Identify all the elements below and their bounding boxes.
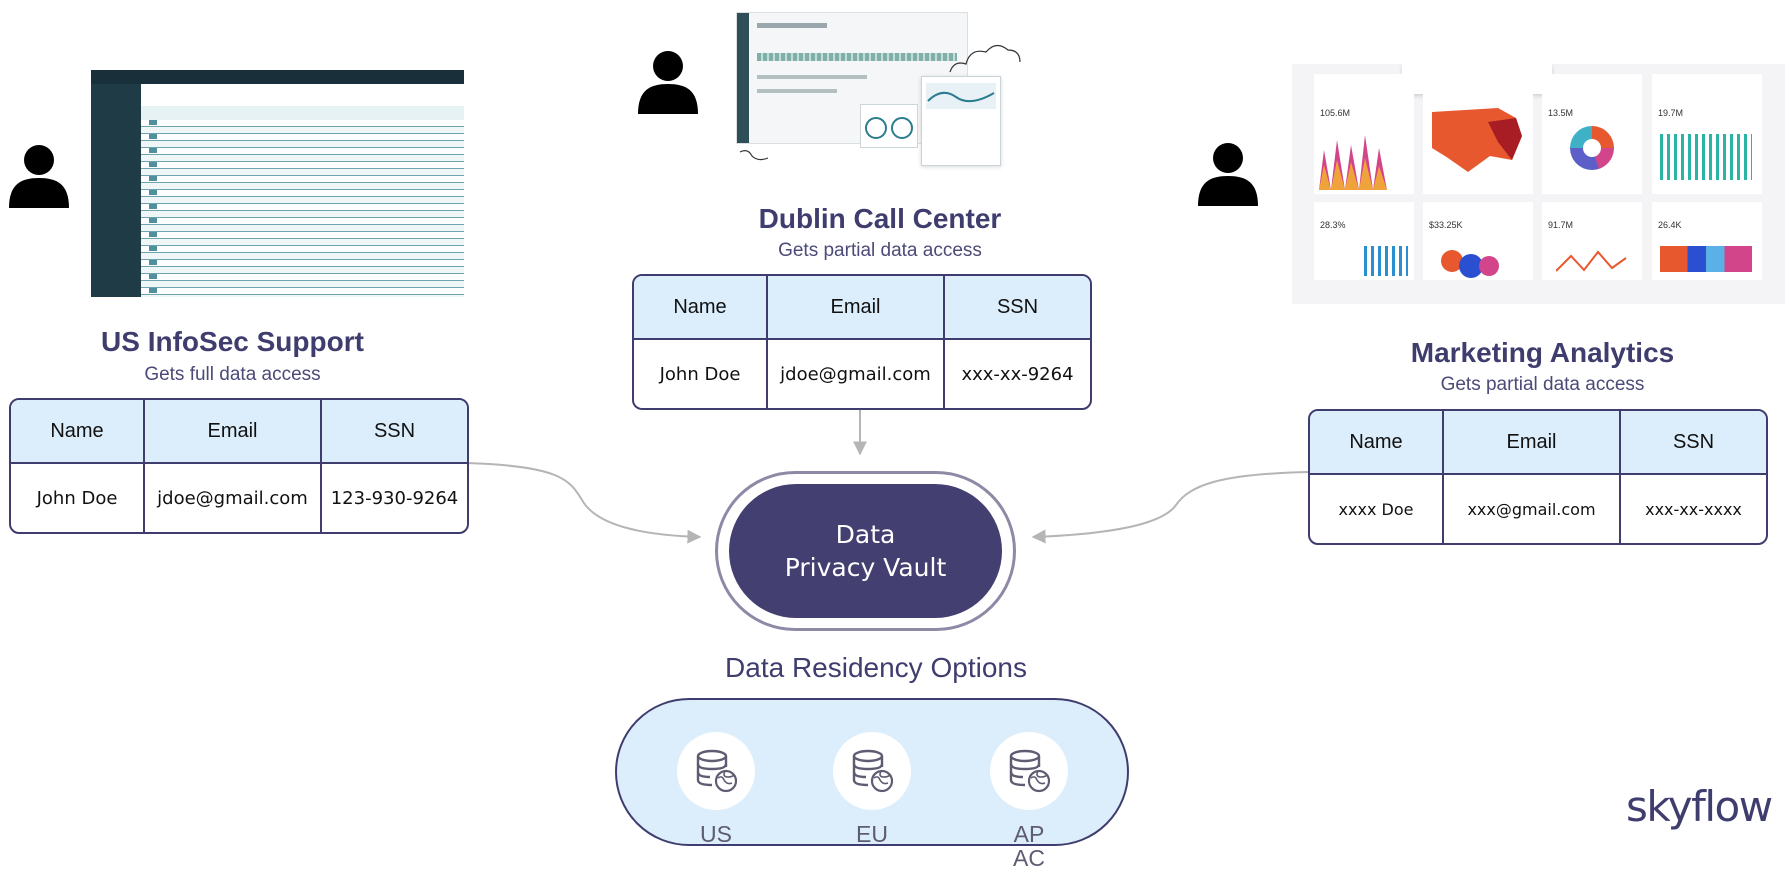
- arrow-marketing-to-vault: [1031, 471, 1310, 544]
- region-label: EU: [856, 821, 888, 847]
- group-title: US InfoSec Support: [101, 326, 364, 357]
- call-center-app-screenshot: [736, 6, 1026, 178]
- data-table-us: Name Email SSN John Doe jdoe@gmail.com 1…: [9, 398, 469, 534]
- table-row: John Doe jdoe@gmail.com xxx-xx-9264: [634, 339, 1090, 408]
- person-icon: [9, 145, 69, 208]
- person-icon: [1198, 143, 1258, 206]
- cell-name: John Doe: [11, 463, 145, 532]
- data-table-dublin: Name Email SSN John Doe jdoe@gmail.com x…: [632, 274, 1092, 410]
- group-title: Dublin Call Center: [758, 203, 1002, 234]
- region-label: US: [700, 821, 732, 847]
- group-subtitle: Gets full data access: [144, 364, 321, 385]
- cell-email: jdoe@gmail.com: [144, 463, 322, 532]
- region-eu: EU: [832, 732, 912, 846]
- database-globe-icon: [677, 732, 755, 810]
- cell-email: jdoe@gmail.com: [767, 339, 945, 408]
- column-header: Name: [1310, 411, 1444, 475]
- column-header: Email: [1443, 411, 1621, 475]
- vault-label-line1: Data: [835, 520, 896, 549]
- column-header: Email: [767, 276, 945, 340]
- database-globe-icon: [990, 732, 1068, 810]
- column-header: SSN: [321, 400, 467, 464]
- group-subtitle: Gets partial data access: [1440, 374, 1645, 395]
- table-row: John Doe jdoe@gmail.com 123-930-9264: [11, 463, 467, 532]
- cell-name: xxxx Doe: [1310, 474, 1444, 543]
- region-us: US: [676, 732, 756, 846]
- cell-ssn: 123-930-9264: [330, 487, 459, 509]
- group-subtitle: Gets partial data access: [778, 240, 982, 261]
- column-header: Name: [11, 400, 145, 464]
- skyflow-logo: skyflow: [1626, 782, 1773, 831]
- cell-ssn: xxx-xx-9264: [961, 363, 1074, 385]
- arrow-us-to-vault: [466, 462, 702, 544]
- infosec-app-screenshot: [91, 70, 464, 297]
- cell-ssn: xxx-xx-xxxx: [1645, 499, 1742, 519]
- column-header: Name: [634, 276, 768, 340]
- vault-label-line2: Privacy Vault: [784, 553, 947, 582]
- column-header: Email: [144, 400, 322, 464]
- region-label: APAC: [1013, 821, 1045, 871]
- data-privacy-vault: Data Privacy Vault: [729, 484, 1002, 618]
- column-header: SSN: [944, 276, 1090, 340]
- database-globe-icon: [833, 732, 911, 810]
- group-title: Marketing Analytics: [1410, 337, 1675, 368]
- data-table-marketing: Name Email SSN xxxx Doe xxx@gmail.com xx…: [1308, 409, 1768, 545]
- cell-name: John Doe: [634, 339, 768, 408]
- analytics-dashboard-screenshot: 105.6M 13.5M 19.7M 28.3% $33.25K 91.7M: [1292, 64, 1785, 304]
- column-header: SSN: [1620, 411, 1766, 475]
- region-apac: APAC: [989, 732, 1069, 870]
- cell-email: xxx@gmail.com: [1443, 474, 1621, 543]
- table-row: xxxx Doe xxx@gmail.com xxx-xx-xxxx: [1310, 474, 1766, 543]
- residency-title: Data Residency Options: [725, 652, 1027, 683]
- person-icon: [638, 51, 698, 114]
